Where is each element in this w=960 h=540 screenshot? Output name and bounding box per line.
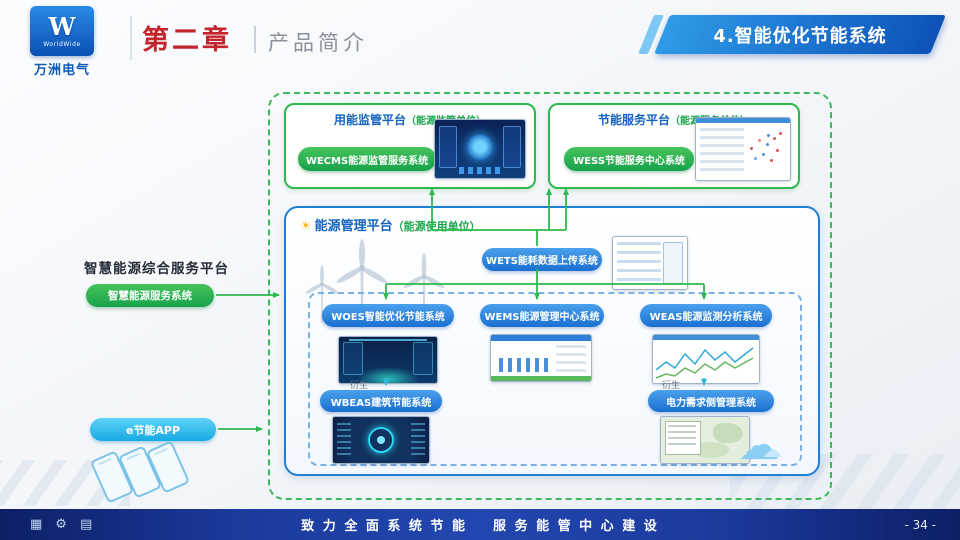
derive-label-right: 衍生 <box>662 381 681 391</box>
diagram-frame <box>268 92 832 500</box>
wecms-bars <box>459 167 501 174</box>
map-panel-lines <box>668 425 696 449</box>
weas-screenshot <box>652 334 760 384</box>
smart-energy-service-pill: 智慧能源服务系统 <box>86 284 214 307</box>
logo-w-monogram: W <box>48 11 76 41</box>
wems-system-pill: WEMS能源管理中心系统 <box>480 304 604 327</box>
wecms-screenshot <box>434 119 526 179</box>
supervision-platform-box: 用能监管平台（能源监管单位） WECMS能源监管服务系统 <box>284 103 536 189</box>
footer-gear-icon: ⚙ <box>55 517 67 532</box>
woes-left-panel <box>343 342 363 375</box>
cloud-icon: ☁ <box>738 420 780 469</box>
wbeas-right-lines <box>411 423 425 457</box>
woes-screenshot <box>338 336 438 384</box>
wecms-globe <box>467 133 493 160</box>
footer-book-icon: ▤ <box>79 517 93 532</box>
wets-system-pill: WETS能耗数据上传系统 <box>482 248 602 271</box>
management-platform-unit: （能源使用单位） <box>392 220 481 233</box>
wecms-system-pill: WECMS能源监管服务系统 <box>298 147 436 171</box>
page-number: - 34 - <box>904 517 936 532</box>
wess-system-pill: WESS节能服务中心系统 <box>564 147 694 171</box>
wecms-right-panel <box>503 126 521 168</box>
footer-slogan: 致 力 全 面 系 统 节 能 服 务 能 管 中 心 建 设 <box>301 519 659 534</box>
title-divider <box>130 16 132 60</box>
management-platform-header: ☀能源管理平台（能源使用单位） <box>300 215 481 234</box>
wems-footer-strip <box>491 376 591 381</box>
map-region-1 <box>713 423 743 443</box>
company-name: 万洲电气 <box>33 63 90 78</box>
service-platform-box: 节能服务平台（能源服务单位） WESS节能服务中心系统 <box>548 103 800 189</box>
wess-rows <box>700 128 744 175</box>
logo-worldwide-text: WorldWide <box>43 40 81 48</box>
wets-side-panel <box>663 242 683 284</box>
company-logo: W WorldWide <box>30 6 94 56</box>
management-platform-box: ☀能源管理平台（能源使用单位） WETS能耗数据上传系统 WOES智能优化节能系… <box>284 206 820 476</box>
energy-saving-app-pill: e节能APP <box>90 418 216 441</box>
wbeas-core <box>377 436 385 444</box>
wems-side-rows <box>556 345 586 372</box>
weas-header-strip <box>653 335 759 340</box>
wbeas-left-lines <box>337 423 351 457</box>
wbeas-system-pill: WBEAS建筑节能系统 <box>320 390 442 412</box>
wess-screenshot <box>695 117 791 181</box>
footer-grid-icon: ▦ <box>30 517 43 532</box>
footer-icons: ▦ ⚙ ▤ <box>30 517 92 532</box>
wbeas-ring <box>368 427 394 453</box>
woes-city-glow <box>356 367 420 383</box>
woes-right-panel <box>413 342 433 375</box>
woes-top-line <box>349 339 427 341</box>
footer-bar: ▦ ⚙ ▤ 致 力 全 面 系 统 节 能 服 务 能 管 中 心 建 设 - … <box>0 509 960 540</box>
cloud-graphic: ☁ ☁ <box>738 424 798 472</box>
woes-system-pill: WOES智能优化节能系统 <box>322 304 454 327</box>
wecms-left-panel <box>439 126 457 168</box>
wess-scatter <box>779 132 782 135</box>
banner-title: 4.智能优化节能系统 <box>713 25 887 47</box>
wets-screenshot <box>612 236 688 290</box>
sun-icon: ☀ <box>300 219 312 234</box>
wems-screenshot <box>490 334 592 382</box>
section-banner: 4.智能优化节能系统 <box>638 15 946 54</box>
cloud-small-icon: ☁ <box>762 438 782 462</box>
demand-side-screenshot <box>660 416 750 464</box>
service-platform-title: 节能服务平台 <box>597 113 670 127</box>
wems-header-strip <box>491 335 591 341</box>
wbeas-screenshot <box>332 416 430 464</box>
section-label: 产品简介 <box>268 31 368 55</box>
weas-line-chart <box>655 347 754 379</box>
wets-list-rows <box>617 242 661 284</box>
management-platform-title: 能源管理平台 <box>314 219 393 234</box>
supervision-platform-title: 用能监管平台 <box>333 113 406 127</box>
weas-system-pill: WEAS能源监测分析系统 <box>640 304 772 327</box>
derive-label-left: 衍生 <box>350 381 369 391</box>
wess-header-strip <box>696 118 790 123</box>
wems-bar-chart <box>499 358 551 372</box>
header-divider <box>254 26 256 53</box>
phones-graphic <box>89 440 216 504</box>
demand-side-system-pill: 电力需求侧管理系统 <box>648 390 774 412</box>
map-region-2 <box>693 442 729 458</box>
chapter-label: 第二章 <box>142 25 232 56</box>
smart-energy-platform-label: 智慧能源综合服务平台 <box>84 261 229 277</box>
systems-dashed-frame <box>308 292 802 466</box>
